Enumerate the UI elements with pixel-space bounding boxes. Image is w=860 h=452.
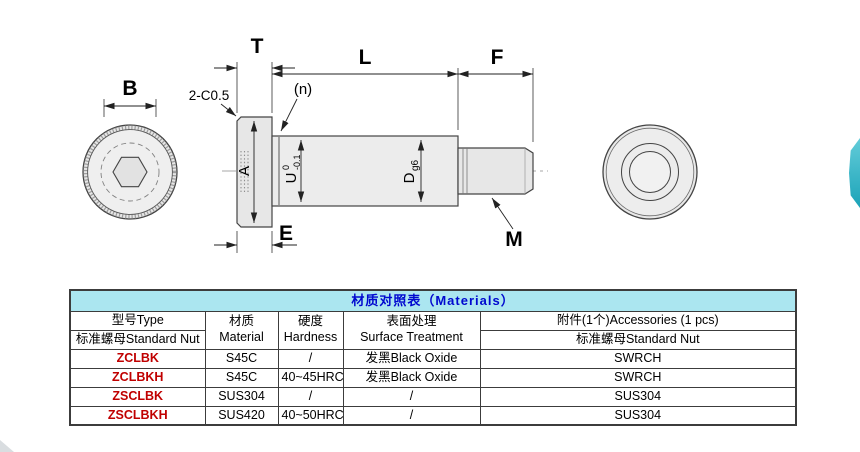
header-material-en: Material	[219, 330, 264, 344]
page-edge-gray-decoration	[0, 440, 14, 452]
header-type: 型号Type	[69, 310, 206, 331]
model-type-cell: ZSCLBKH	[69, 405, 206, 426]
header-hardness: 硬度 Hardness	[277, 310, 344, 350]
dim-label-u-tol-bottom: -0.1	[292, 154, 302, 170]
dim-label-e: E	[279, 222, 293, 245]
header-surface-cn: 表面处理	[386, 314, 437, 329]
header-hardness-en: Hardness	[283, 330, 338, 344]
table-row: ZCLBK S45C / 发黑Black Oxide SWRCH	[69, 348, 797, 369]
side-view-screw: T L F (n) 2-C0.5 A E U 0 -0.1	[189, 35, 534, 253]
header-standard-nut-left: 标准螺母Standard Nut	[69, 329, 206, 350]
hardness-cell: 40~50HRC	[277, 405, 344, 426]
dim-label-chamfer: 2-C0.5	[189, 88, 230, 103]
surface-cell: /	[342, 405, 481, 426]
dim-label-t: T	[251, 35, 264, 58]
screw-thread	[457, 147, 534, 195]
accessories-cell: SWRCH	[479, 348, 797, 369]
dim-label-d-group: D g6	[401, 159, 421, 183]
material-cell: SUS420	[204, 405, 279, 426]
table-title-row: 材质对照表（Materials）	[69, 289, 797, 312]
hardness-cell: /	[277, 348, 344, 369]
hardness-cell: 40~45HRC	[277, 367, 344, 388]
accessories-cell: SUS304	[479, 386, 797, 407]
header-standard-nut-right: 标准螺母Standard Nut	[479, 329, 797, 350]
surface-cell: /	[342, 386, 481, 407]
header-hardness-cn: 硬度	[297, 314, 323, 329]
dim-label-b: B	[122, 77, 137, 100]
surface-cell: 发黑Black Oxide	[342, 367, 481, 388]
knurl-ring	[83, 125, 177, 219]
dim-label-u: U	[283, 173, 300, 184]
header-material: 材质 Material	[204, 310, 279, 350]
dim-label-d-sub: g6	[410, 159, 421, 171]
table-row: ZCLBKH S45C 40~45HRC 发黑Black Oxide SWRCH	[69, 367, 797, 388]
pitch-circle	[100, 142, 160, 202]
dim-label-l: L	[359, 46, 372, 69]
screw-shoulder	[271, 135, 459, 207]
hex-socket	[112, 156, 148, 188]
page-edge-teal-decoration	[849, 138, 860, 208]
material-cell: S45C	[204, 348, 279, 369]
model-type-cell: ZCLBKH	[69, 367, 206, 388]
hardness-cell: /	[277, 386, 344, 407]
dim-label-f: F	[491, 46, 504, 69]
table-title: 材质对照表（Materials）	[69, 289, 797, 312]
dim-label-u-group: U 0 -0.1	[281, 154, 302, 183]
table-row: ZSCLBK SUS304 / / SUS304	[69, 386, 797, 407]
technical-drawing: B T L F (n)	[82, 35, 698, 253]
dim-label-m: M	[505, 228, 523, 251]
surface-cell: 发黑Black Oxide	[342, 348, 481, 369]
table-header-row-1: 型号Type 材质 Material 硬度 Hardness 表面处理 Surf…	[69, 310, 797, 350]
header-surface-en: Surface Treatment	[360, 330, 463, 344]
dim-label-d: D	[401, 172, 418, 183]
end-view	[602, 124, 698, 220]
dim-label-a: A	[236, 166, 253, 176]
header-material-cn: 材质	[228, 314, 254, 329]
materials-table: 材质对照表（Materials） 型号Type 材质 Material 硬度 H…	[69, 289, 798, 427]
table-header-row-2: 标准螺母Standard Nut 标准螺母Standard Nut	[69, 329, 797, 350]
dim-label-n: (n)	[294, 81, 312, 98]
model-type-cell: ZSCLBK	[69, 386, 206, 407]
header-accessories: 附件(1个)Accessories (1 pcs)	[479, 310, 797, 331]
dim-label-u-tol-top: 0	[281, 165, 291, 170]
table-row: ZSCLBKH SUS420 40~50HRC / SUS304	[69, 405, 797, 426]
model-type-cell: ZCLBK	[69, 348, 206, 369]
accessories-cell: SUS304	[479, 405, 797, 426]
material-cell: SUS304	[204, 386, 279, 407]
front-view-head: B	[82, 77, 178, 220]
header-surface-treatment: 表面处理 Surface Treatment	[342, 310, 481, 350]
accessories-cell: SWRCH	[479, 367, 797, 388]
material-cell: S45C	[204, 367, 279, 388]
